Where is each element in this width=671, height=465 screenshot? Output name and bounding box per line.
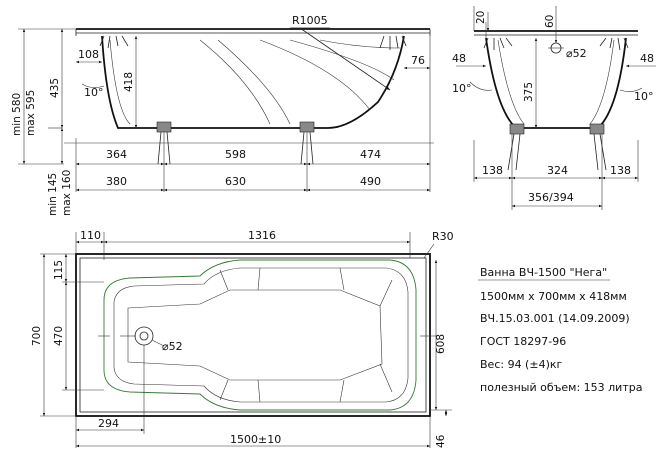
plan-dim-294: 294 (98, 417, 119, 430)
plan-dim-470: 470 (53, 326, 65, 346)
end-dim-138-right: 138 (610, 164, 631, 177)
end-dim-48-right: 48 (640, 52, 654, 65)
end-dim-60: 60 (544, 15, 556, 28)
plan-drain (134, 326, 154, 346)
end-dim-138-left: 138 (482, 164, 503, 177)
dim-630: 630 (225, 175, 246, 188)
end-dim-10deg-right: 10° (634, 90, 654, 103)
plan-dim-700: 700 (31, 326, 43, 346)
dim-108: 108 (78, 48, 99, 61)
info-code: ВЧ.15.03.001 (14.09.2009) (480, 312, 630, 325)
dim-min580: min 580 (11, 93, 23, 136)
end-dim-10deg-left: 10° (452, 82, 472, 95)
plan-dim-1500: 1500±10 (230, 433, 281, 446)
plan-view: ⌀52 110 1316 R30 115 700 470 608 294 (31, 229, 454, 448)
end-dim-356-394: 356/394 (528, 191, 574, 204)
plan-bowl-outline (103, 259, 417, 411)
plan-outer-rim (75, 253, 431, 417)
dim-380: 380 (106, 175, 127, 188)
plan-dim-110: 110 (80, 229, 101, 242)
info-block: Ванна ВЧ-1500 "Нега" 1500мм х 700мм х 41… (478, 266, 642, 394)
dim-598: 598 (225, 148, 246, 161)
info-weight: Вес: 94 (±4)кг (480, 358, 563, 371)
info-title: Ванна ВЧ-1500 "Нега" (480, 266, 607, 279)
radius-label: R1005 (292, 14, 328, 27)
side-body-outline (101, 35, 405, 129)
dim-76: 76 (411, 54, 425, 67)
plan-phi52: ⌀52 (162, 340, 183, 353)
end-legs (507, 123, 607, 171)
end-dim-324: 324 (547, 164, 568, 177)
dim-490: 490 (360, 175, 381, 188)
plan-dim-46: 46 (435, 434, 447, 448)
info-volume: полезный объем: 153 литра (480, 381, 642, 394)
dim-435: 435 (49, 78, 61, 98)
dim-min145: min 145 (47, 173, 59, 216)
side-view: R1005 108 76 418 10° 364 (11, 14, 434, 216)
plan-dim-608: 608 (435, 334, 447, 354)
plan-dim-1316: 1316 (248, 229, 276, 242)
dim-364: 364 (106, 148, 127, 161)
end-view: ⌀52 20 60 48 48 10° 10° 375 (452, 6, 656, 210)
plan-dim-115: 115 (53, 260, 65, 280)
end-dim-48-left: 48 (452, 52, 466, 65)
end-dim-375: 375 (523, 82, 535, 102)
dim-max160: max 160 (61, 170, 73, 216)
end-phi52: ⌀52 (566, 47, 587, 60)
dim-418: 418 (123, 72, 135, 92)
dim-max595: max 595 (25, 90, 37, 136)
side-end-brackets (99, 35, 407, 50)
end-body-outline (485, 37, 627, 129)
info-size: 1500мм х 700мм х 418мм (480, 290, 627, 303)
dim-474: 474 (360, 148, 381, 161)
end-dim-20: 20 (475, 11, 487, 24)
info-gost: ГОСТ 18297-96 (480, 335, 566, 348)
plan-dim-R30: R30 (432, 230, 454, 243)
dim-10deg-side: 10° (84, 86, 104, 99)
